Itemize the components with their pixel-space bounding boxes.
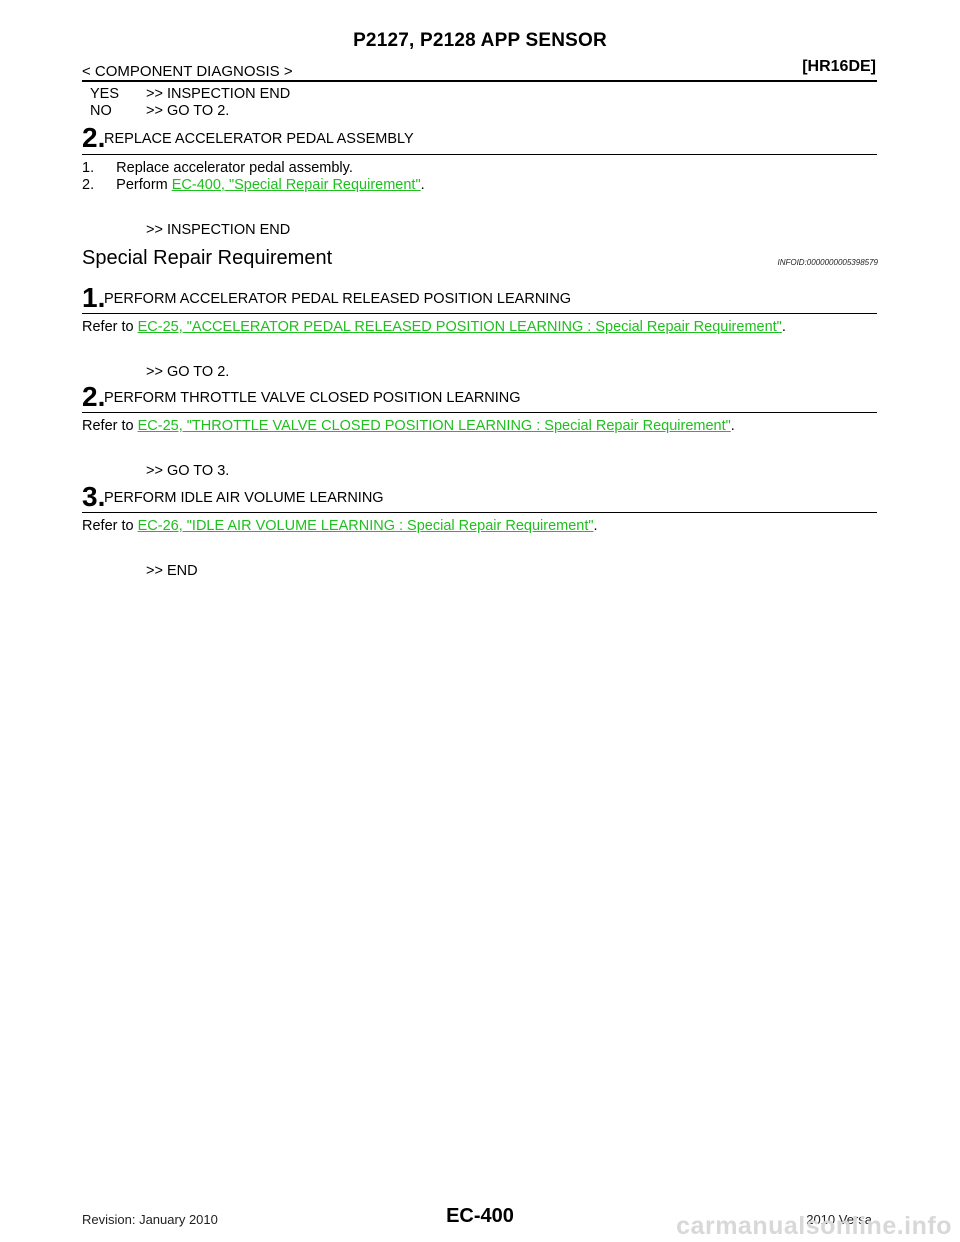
list-item: 2. Perform EC-400, "Special Repair Requi… <box>82 177 425 193</box>
step-result: >> INSPECTION END <box>146 222 291 238</box>
section-label: < COMPONENT DIAGNOSIS > <box>82 63 293 80</box>
step-divider <box>82 154 877 155</box>
reference-suffix: . <box>781 319 786 335</box>
list-item-text: Replace accelerator pedal assembly. <box>116 160 353 176</box>
step-divider <box>82 313 877 314</box>
list-item: 1. Replace accelerator pedal assembly. <box>82 160 353 176</box>
step-result: >> GO TO 2. <box>146 364 230 380</box>
reference-link[interactable]: EC-25, "ACCELERATOR PEDAL RELEASED POSIT… <box>137 319 782 335</box>
header-divider <box>82 80 877 82</box>
page-title: P2127, P2128 APP SENSOR <box>353 30 607 51</box>
no-result: >> GO TO 2. <box>146 103 230 119</box>
reference-prefix: Refer to <box>82 319 138 335</box>
step-number: 1. <box>82 282 106 313</box>
step-result: >> END <box>146 563 198 579</box>
step-number: 3. <box>82 481 106 512</box>
reference-link[interactable]: EC-26, "IDLE AIR VOLUME LEARNING : Speci… <box>137 518 594 534</box>
section-heading: Special Repair Requirement <box>82 247 333 269</box>
list-item-prefix: Perform <box>116 177 172 193</box>
reference-prefix: Refer to <box>82 518 138 534</box>
list-item-number: 1. <box>82 160 95 176</box>
step-number: 2. <box>82 122 106 153</box>
yes-result: >> INSPECTION END <box>146 86 291 102</box>
page-number: EC-400 <box>446 1205 514 1227</box>
engine-label: [HR16DE] <box>802 58 876 75</box>
step-title: PERFORM THROTTLE VALVE CLOSED POSITION L… <box>104 390 521 406</box>
yes-label: YES <box>90 86 120 102</box>
step-divider <box>82 512 877 513</box>
model-year: 2010 Versa <box>806 1212 872 1227</box>
list-item-suffix: . <box>420 177 425 193</box>
info-id: INFOID:0000000005398579 <box>777 258 878 267</box>
step-title: PERFORM IDLE AIR VOLUME LEARNING <box>104 490 384 506</box>
reference-link[interactable]: EC-400, "Special Repair Requirement" <box>171 177 421 193</box>
reference-suffix: . <box>593 518 598 534</box>
step-title: REPLACE ACCELERATOR PEDAL ASSEMBLY <box>104 131 414 147</box>
reference-line: Refer to EC-26, "IDLE AIR VOLUME LEARNIN… <box>82 518 598 534</box>
step-result: >> GO TO 3. <box>146 463 230 479</box>
step-divider <box>82 412 877 413</box>
revision-date: Revision: January 2010 <box>82 1212 218 1227</box>
no-label: NO <box>90 103 112 119</box>
reference-prefix: Refer to <box>82 418 138 434</box>
step-number: 2. <box>82 381 106 412</box>
reference-link[interactable]: EC-25, "THROTTLE VALVE CLOSED POSITION L… <box>137 418 731 434</box>
reference-suffix: . <box>730 418 735 434</box>
reference-line: Refer to EC-25, "THROTTLE VALVE CLOSED P… <box>82 418 735 434</box>
step-title: PERFORM ACCELERATOR PEDAL RELEASED POSIT… <box>104 291 572 307</box>
watermark-logo: carmanualsonline.info <box>676 1212 952 1240</box>
reference-line: Refer to EC-25, "ACCELERATOR PEDAL RELEA… <box>82 319 786 335</box>
list-item-number: 2. <box>82 177 95 193</box>
